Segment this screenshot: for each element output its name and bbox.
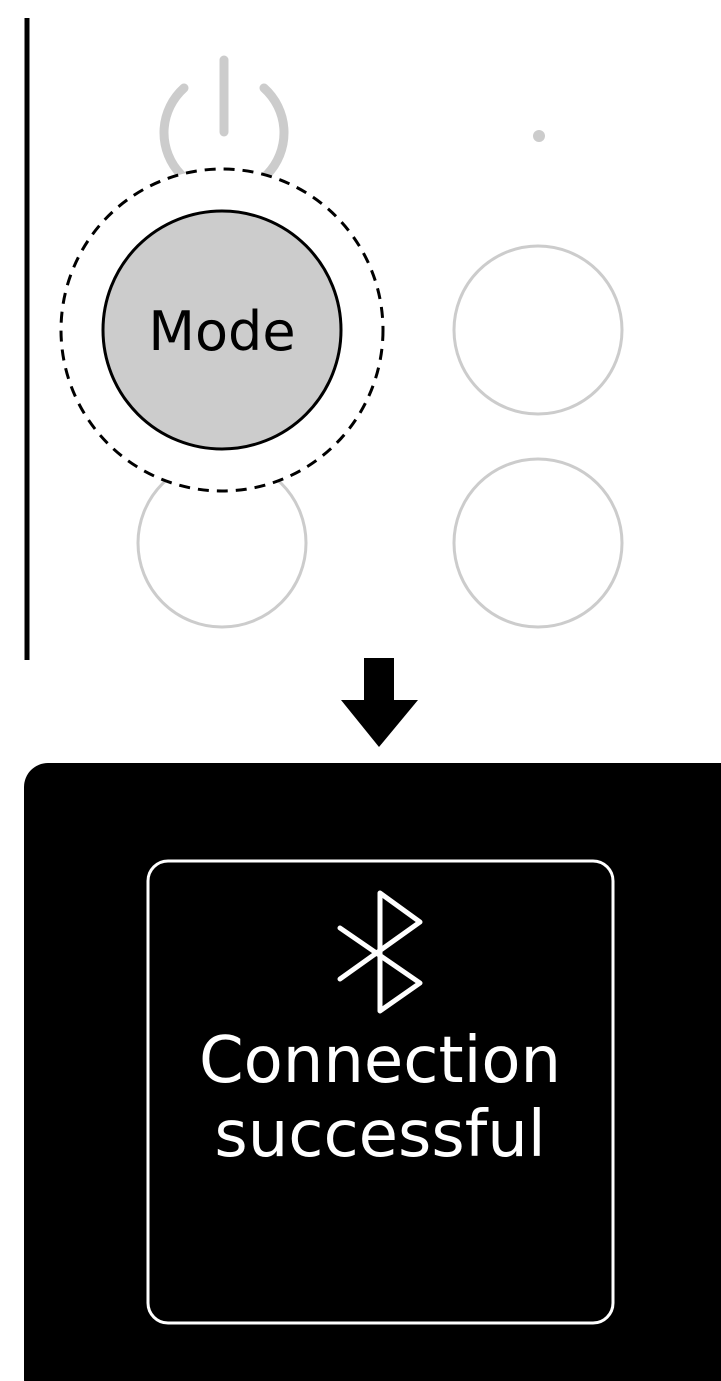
remote-panel: Mode — [24, 18, 624, 660]
display-screen: Connection successful — [24, 763, 721, 1381]
arrow-down-icon — [341, 658, 418, 747]
screen-background — [24, 763, 721, 1381]
screen-message-line1: Connection — [199, 1024, 561, 1098]
indicator-dot — [533, 130, 545, 142]
mode-button[interactable]: Mode — [101, 209, 343, 451]
screen-message-line2: successful — [214, 1098, 545, 1172]
remote-button-top-right[interactable] — [452, 244, 624, 416]
remote-button-bottom-right[interactable] — [452, 457, 624, 629]
screen-message-frame — [146, 859, 615, 1325]
mode-button-label: Mode — [148, 300, 295, 363]
bluetooth-icon — [337, 890, 423, 1014]
